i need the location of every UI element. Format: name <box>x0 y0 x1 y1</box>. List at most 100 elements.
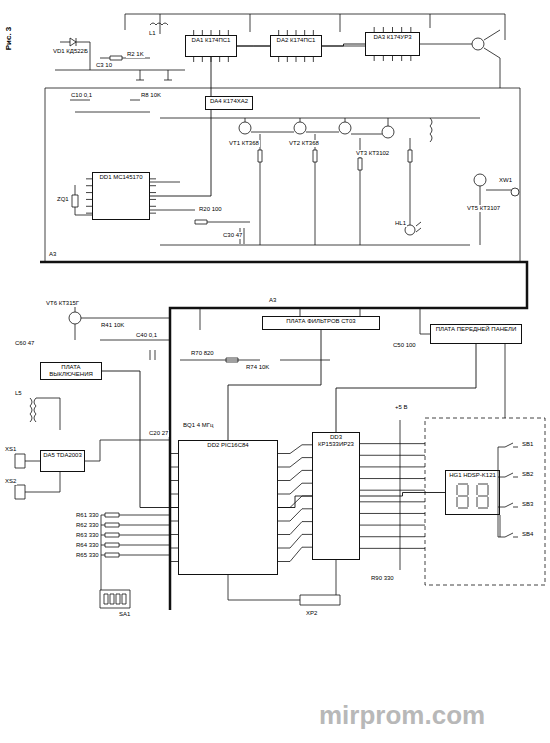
mid-stage-stroke <box>339 122 351 134</box>
interboard-bus <box>40 262 527 610</box>
pin-stub <box>302 483 312 484</box>
pin-stub <box>368 548 425 549</box>
part-designation: ПЛАТА ВЫКЛЮЧЕНИЯ <box>43 364 99 378</box>
part-designation: DD2 PIC16C84 <box>181 442 275 449</box>
pin-stub <box>360 513 368 514</box>
bottom-wiring-stroke <box>300 595 340 605</box>
bottom-wiring-stroke <box>101 515 102 590</box>
component-label: +5 В <box>394 404 409 411</box>
bottom-wiring-stroke <box>15 454 25 468</box>
signal-wire <box>336 344 476 432</box>
mid-stage-stroke <box>474 174 486 186</box>
component-label: C20 27 <box>148 430 169 437</box>
pin-stub <box>290 445 302 454</box>
component-label: R74 10K <box>245 364 270 371</box>
front-panel-region <box>425 418 545 585</box>
pin-stub <box>360 490 368 491</box>
pin-stub <box>278 548 290 549</box>
top-wiring-stroke <box>150 23 168 25</box>
part-designation: ПЛАТА ПЕРЕДНЕЙ ПАНЕЛИ <box>433 326 519 333</box>
component-label: ZQ1 <box>56 196 70 203</box>
pin-stub <box>392 56 393 61</box>
part-designation: HG1 HDSP-K121 <box>448 472 497 479</box>
part-designation: DA2 К174ПС1 <box>273 37 319 44</box>
pin-stub <box>302 457 312 458</box>
front-panel-region-stroke <box>457 484 468 508</box>
pin-stub <box>150 185 156 186</box>
pin-stub <box>368 525 425 526</box>
pin-stub <box>170 521 178 522</box>
top-wiring <box>45 14 520 262</box>
component-label: VT3 КТ3102 <box>355 150 390 157</box>
mid-stage-stroke <box>313 150 317 162</box>
part-designation: ПЛАТА ФИЛЬТРОВ СТ03 <box>265 318 377 325</box>
mid-stage-stroke <box>245 118 388 134</box>
pin-stub <box>313 57 314 62</box>
pin-stub <box>290 522 302 535</box>
pin-stub <box>383 56 384 61</box>
ic-box: DD1 MC145170 <box>92 172 150 220</box>
pin-stub <box>368 478 425 479</box>
component-label: R64 330 <box>75 542 100 549</box>
mid-stage-stroke <box>294 122 306 134</box>
pin-stub <box>202 57 203 62</box>
component-label: HL1 <box>394 220 407 227</box>
component-label: R62 330 <box>75 522 100 529</box>
component-label: C60 47 <box>14 340 35 347</box>
component-label: R61 330 <box>75 512 100 519</box>
signal-wire <box>228 330 321 440</box>
pin-stub <box>302 521 312 522</box>
pin-stub <box>278 521 290 522</box>
pin-stub <box>368 455 425 456</box>
component-label: BQ1 4 МГц <box>182 422 214 429</box>
pin-stub <box>278 494 290 495</box>
pin-stub <box>170 534 178 535</box>
pin-stub <box>374 56 375 61</box>
pin-stub <box>302 534 312 535</box>
mid-stage-stroke <box>480 186 511 245</box>
component-label: C50 100 <box>392 342 417 349</box>
bottom-wiring-stroke <box>226 358 238 362</box>
component-label: R8 10K <box>140 92 162 99</box>
part-designation: DA1 К174ПС1 <box>188 37 234 44</box>
bottom-wiring-stroke <box>25 440 170 492</box>
signal-wire <box>102 371 178 508</box>
mid-stage-stroke <box>416 222 421 232</box>
component-label: A3 <box>48 251 57 258</box>
pin-stub <box>290 509 302 521</box>
component-label: SB3 <box>521 501 534 508</box>
watermark: mirprom.com <box>318 700 486 730</box>
pin-stub <box>360 525 368 526</box>
top-wiring-stroke <box>472 38 484 50</box>
mid-stage-stroke <box>511 188 519 196</box>
pin-stub <box>170 548 178 549</box>
pin-stub <box>360 455 368 456</box>
bottom-wiring-stroke <box>101 515 105 555</box>
pin-stub <box>170 453 178 454</box>
front-panel-region-stroke <box>498 443 518 537</box>
pin-stub <box>170 561 178 562</box>
ic-box: DA1 К174ПС1 <box>185 35 237 57</box>
pin-stub <box>150 213 156 214</box>
signal-wire <box>322 44 365 46</box>
pin-stub <box>287 57 288 62</box>
signal-wire <box>237 46 270 47</box>
pin-stub <box>150 199 156 200</box>
pin-stub <box>290 547 302 561</box>
pin-stub <box>193 57 194 62</box>
component-label: SA1 <box>118 611 131 618</box>
component-label: C3 10 <box>95 62 113 69</box>
component-label: L1 <box>148 30 157 37</box>
bottom-wiring-stroke <box>30 398 60 430</box>
pin-stub <box>368 536 425 537</box>
pin-stub <box>302 444 312 445</box>
component-label: R70 820 <box>190 350 215 357</box>
top-wiring-stroke <box>45 88 520 262</box>
component-label: R90 330 <box>370 575 395 582</box>
ic-box: DA5 TDA2003 <box>40 450 85 472</box>
component-label: A3 <box>268 297 277 304</box>
mid-stage-stroke <box>75 185 92 215</box>
pin-stub <box>278 480 290 481</box>
pin-stub <box>410 56 411 61</box>
component-label: VD1 КД522Б <box>52 48 89 55</box>
